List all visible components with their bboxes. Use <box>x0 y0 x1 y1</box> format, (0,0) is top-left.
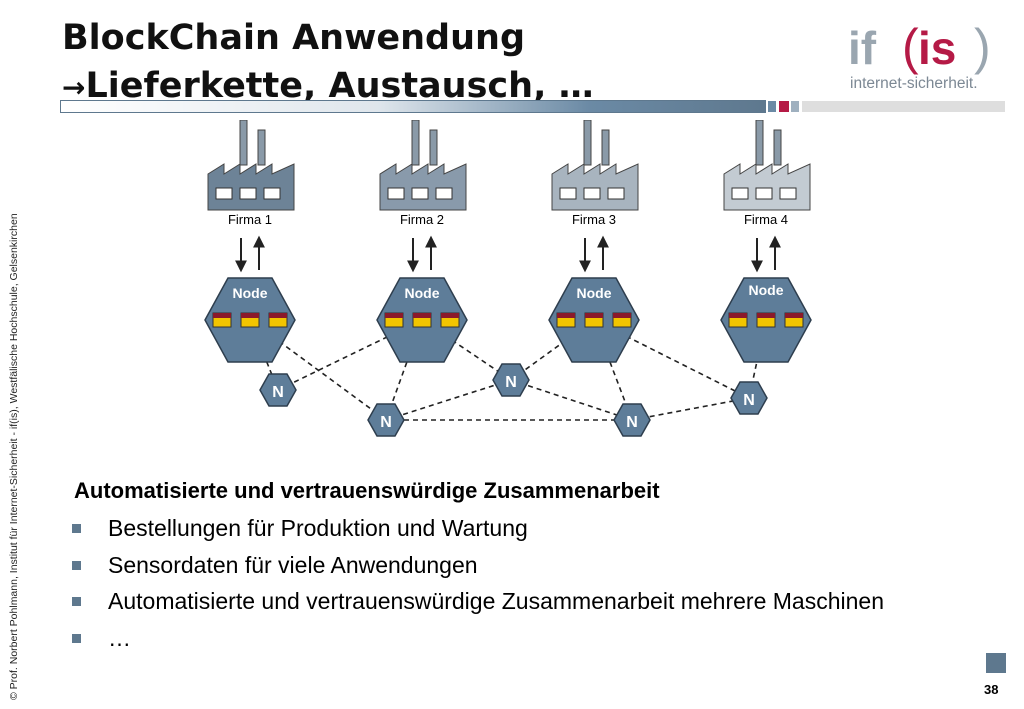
firma-4-factory-icon <box>723 120 811 211</box>
logo-paren-close: ) <box>974 19 991 75</box>
logo-is: is <box>918 22 956 74</box>
firma-2-factory-icon <box>379 120 467 211</box>
list-item-text: Automatisierte und vertrauenswürdige Zus… <box>108 588 884 614</box>
small-node-label: N <box>626 414 638 431</box>
bullet-square-icon <box>72 560 81 570</box>
small-node-1: N <box>259 373 297 407</box>
ifis-logo: if ( is ) internet-sicherheit. <box>848 19 991 92</box>
small-node-label: N <box>743 392 755 409</box>
small-node-label: N <box>505 374 517 391</box>
node-label: Node <box>405 285 440 301</box>
firma-2-label: Firma 2 <box>400 212 444 227</box>
logo-if: if <box>848 22 877 74</box>
list-item-text: … <box>108 624 131 651</box>
firma-4-label: Firma 4 <box>744 212 788 227</box>
logo-tagline: internet-sicherheit. <box>850 75 978 92</box>
copyright-sidebar: © Prof. Norbert Pohlmann, Institut für I… <box>8 213 20 700</box>
small-node-label: N <box>380 414 392 431</box>
node-label: Node <box>233 285 268 301</box>
bullet-list: Bestellungen für Produktion und Wartung … <box>72 510 884 656</box>
blockchain-diagram: Firma 1 Firma 2 Firma 3 Firma 4 Node Nod… <box>204 120 812 437</box>
firma-3-label: Firma 3 <box>572 212 616 227</box>
node-hexagon-3: Node <box>548 277 640 363</box>
small-node-3: N <box>492 363 530 397</box>
bullet-square-icon <box>72 633 81 643</box>
corner-square-icon <box>986 653 1006 673</box>
list-item: Automatisierte und vertrauenswürdige Zus… <box>72 583 884 620</box>
slide-title: BlockChain Anwendung →Lieferkette, Austa… <box>62 14 594 112</box>
list-item: Sensordaten für viele Anwendungen <box>72 547 884 584</box>
node-hexagon-4: Node <box>720 277 812 363</box>
page-number: 38 <box>984 682 999 697</box>
logo-paren-open: ( <box>902 19 919 75</box>
bullet-square-icon <box>72 524 81 533</box>
node-hexagon-1: Node <box>204 277 296 363</box>
title-line-1: BlockChain Anwendung <box>62 18 525 58</box>
list-item-text: Sensordaten für viele Anwendungen <box>108 551 478 578</box>
small-node-label: N <box>272 384 284 401</box>
arrow-right-icon: → <box>62 71 86 104</box>
small-node-2: N <box>367 403 405 437</box>
small-node-4: N <box>613 403 651 437</box>
list-item: … <box>72 620 884 657</box>
firma-1-factory-icon <box>207 120 295 211</box>
firma-3-factory-icon <box>551 120 639 211</box>
title-line-2: Lieferkette, Austausch, … <box>85 66 594 106</box>
node-hexagon-2: Node <box>376 277 468 363</box>
content-heading: Automatisierte und vertrauenswürdige Zus… <box>74 478 660 503</box>
firma-1-label: Firma 1 <box>228 212 272 227</box>
node-label: Node <box>749 282 784 298</box>
node-label: Node <box>577 285 612 301</box>
small-node-5: N <box>730 381 768 415</box>
list-item-text: Bestellungen für Produktion und Wartung <box>108 515 528 541</box>
bullet-square-icon <box>72 597 81 606</box>
title-divider-bar <box>60 100 1005 113</box>
list-item: Bestellungen für Produktion und Wartung <box>72 510 884 547</box>
